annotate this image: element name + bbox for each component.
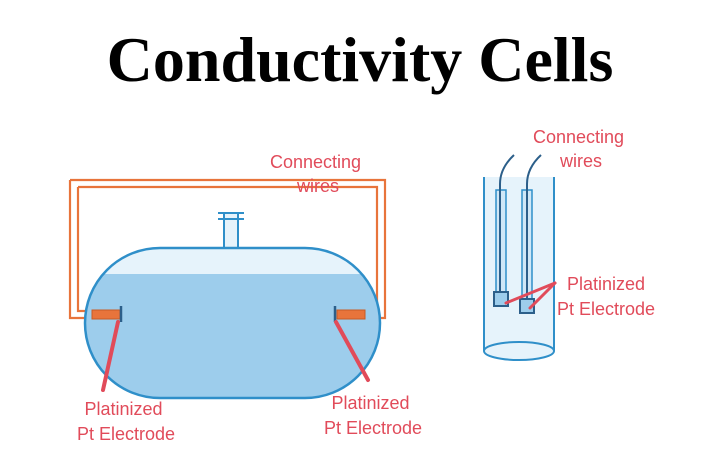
electrolyte-solution (85, 274, 380, 398)
connecting-wires-dip-cell (499, 154, 542, 299)
left-electrode-pointer (101, 320, 120, 392)
right-electrode-label-line-2: Pt Electrode (324, 418, 422, 438)
dip-wires-label-line-2: wires (559, 151, 602, 171)
right-electrode-label: Platinized Pt Electrode (324, 393, 422, 438)
dip-electrode-label: Platinized Pt Electrode (557, 274, 655, 319)
wires-label-line-1: Connecting (270, 152, 361, 172)
right-electrode-label-line-1: Platinized (331, 393, 409, 413)
left-electrode-label-line-2: Pt Electrode (77, 424, 175, 444)
left-electrode-label: Platinized Pt Electrode (77, 399, 175, 444)
right-electrode-pointer (334, 320, 370, 382)
dip-electrode-label-line-1: Platinized (567, 274, 645, 294)
left-cell-wires-label: Connecting wires (270, 152, 366, 196)
dip-type-conductivity-cell: Connecting wires Platinized Pt Electrode (483, 127, 655, 361)
dip-electrode-label-line-2: Pt Electrode (557, 299, 655, 319)
dip-wires-label-line-1: Connecting (533, 127, 624, 147)
dip-electrode-pointers (504, 281, 557, 310)
horizontal-conductivity-cell: Connecting wires Platinized Pt Electrode… (68, 152, 422, 444)
page-title: Conductivity Cells (106, 24, 614, 95)
right-pt-electrode (333, 306, 366, 322)
wires-label-line-2: wires (296, 176, 339, 196)
dip-cell-wires-label: Connecting wires (533, 127, 629, 171)
left-pt-electrode (91, 306, 123, 322)
dip-cell-tube (483, 177, 555, 361)
left-electrode-label-line-1: Platinized (84, 399, 162, 419)
